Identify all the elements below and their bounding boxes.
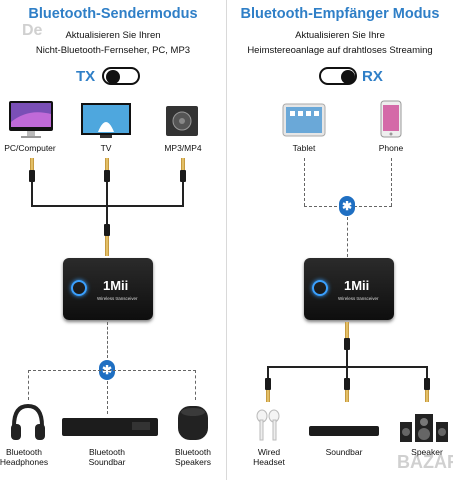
transceiver-device: 1Mii Wireless transceiver: [304, 258, 394, 320]
cable: [31, 182, 33, 206]
panel-description-line2: Heimstereoanlage auf drahtloses Streamin…: [247, 45, 433, 56]
audio-plug: [344, 378, 350, 390]
target-label: Wired Headset: [253, 447, 285, 467]
device-brand: 1Mii: [103, 278, 129, 293]
audio-plug: [344, 338, 350, 350]
earphones-icon: [255, 408, 281, 444]
phone-icon: [380, 100, 402, 138]
bluetooth-link: [347, 217, 348, 257]
speaker-set-icon: [399, 412, 449, 444]
tv-icon: [80, 102, 132, 140]
source-label: PC/Computer: [4, 143, 56, 153]
audio-plug: [29, 170, 35, 182]
cable: [267, 366, 269, 378]
transceiver-device: 1Mii Wireless transceiver: [63, 258, 153, 320]
bluetooth-link: [28, 370, 196, 371]
tablet-icon: [282, 103, 326, 137]
soundbar-icon: [309, 424, 379, 438]
audio-jack: [266, 390, 270, 402]
power-led-icon: [71, 280, 87, 296]
bluetooth-icon: ✱: [339, 196, 355, 216]
target-label: Speaker: [411, 447, 443, 457]
toggle-knob: [106, 70, 120, 84]
cable: [346, 366, 348, 378]
headphones-icon: [8, 402, 48, 442]
audio-jack: [30, 158, 34, 170]
cable: [106, 182, 108, 224]
bluetooth-link: [107, 322, 108, 358]
panel-description-line1: Aktualisieren Sie Ihren: [65, 30, 161, 41]
cable: [182, 182, 184, 206]
mode-switch[interactable]: RX: [227, 67, 453, 87]
source-label: TV: [100, 143, 112, 153]
audio-jack: [345, 322, 349, 338]
audio-jack: [181, 158, 185, 170]
toggle-knob: [341, 70, 355, 84]
audio-jack: [425, 390, 429, 402]
device-subtitle: Wireless transceiver: [97, 296, 138, 301]
source-label: Phone: [378, 143, 404, 153]
source-label: Tablet: [292, 143, 316, 153]
bluetooth-link: [391, 158, 392, 206]
cable: [346, 350, 348, 366]
device-brand: 1Mii: [344, 278, 370, 293]
panel-title: Bluetooth-Empfänger Modus: [240, 6, 440, 22]
target-label: Bluetooth Speakers: [175, 447, 211, 467]
transmitter-mode-panel: Bluetooth-Sendermodus Aktualisieren Sie …: [0, 0, 226, 480]
receiver-mode-panel: Bluetooth-Empfänger Modus Aktualisieren …: [227, 0, 453, 480]
audio-plug: [265, 378, 271, 390]
toggle-switch[interactable]: [102, 67, 140, 85]
bluetooth-link: [107, 381, 108, 414]
audio-jack: [105, 236, 109, 256]
panel-divider: [226, 0, 227, 480]
mode-label: TX: [76, 68, 96, 85]
audio-plug: [180, 170, 186, 182]
watermark: BAZAR: [397, 452, 453, 472]
watermark: De: [22, 22, 43, 39]
audio-plug: [104, 224, 110, 236]
audio-jack: [345, 390, 349, 402]
panel-title: Bluetooth-Sendermodus: [28, 6, 198, 22]
audio-plug: [104, 170, 110, 182]
power-led-icon: [312, 280, 328, 296]
soundbar-icon: [62, 416, 158, 438]
mode-label: RX: [362, 68, 383, 85]
toggle-switch[interactable]: [319, 67, 357, 85]
audio-plug: [424, 378, 430, 390]
cable: [426, 366, 428, 378]
bluetooth-link: [304, 158, 305, 206]
bluetooth-link: [28, 370, 29, 400]
device-subtitle: Wireless transceiver: [338, 296, 379, 301]
source-label: MP3/MP4: [164, 143, 202, 153]
panel-description-line2: Nicht-Bluetooth-Fernseher, PC, MP3: [35, 45, 191, 56]
speaker-icon: [176, 404, 210, 442]
target-label: Bluetooth Soundbar: [88, 447, 126, 467]
target-label: Soundbar: [325, 447, 363, 457]
mode-switch[interactable]: TX: [0, 67, 226, 87]
mp3-player-icon: [165, 105, 199, 137]
target-label: Bluetooth Headphones: [0, 447, 49, 467]
audio-jack: [105, 158, 109, 170]
bluetooth-link: [195, 370, 196, 400]
cable: [31, 205, 184, 207]
panel-description-line1: Aktualisieren Sie Ihre: [295, 30, 385, 41]
computer-icon: [8, 100, 54, 140]
